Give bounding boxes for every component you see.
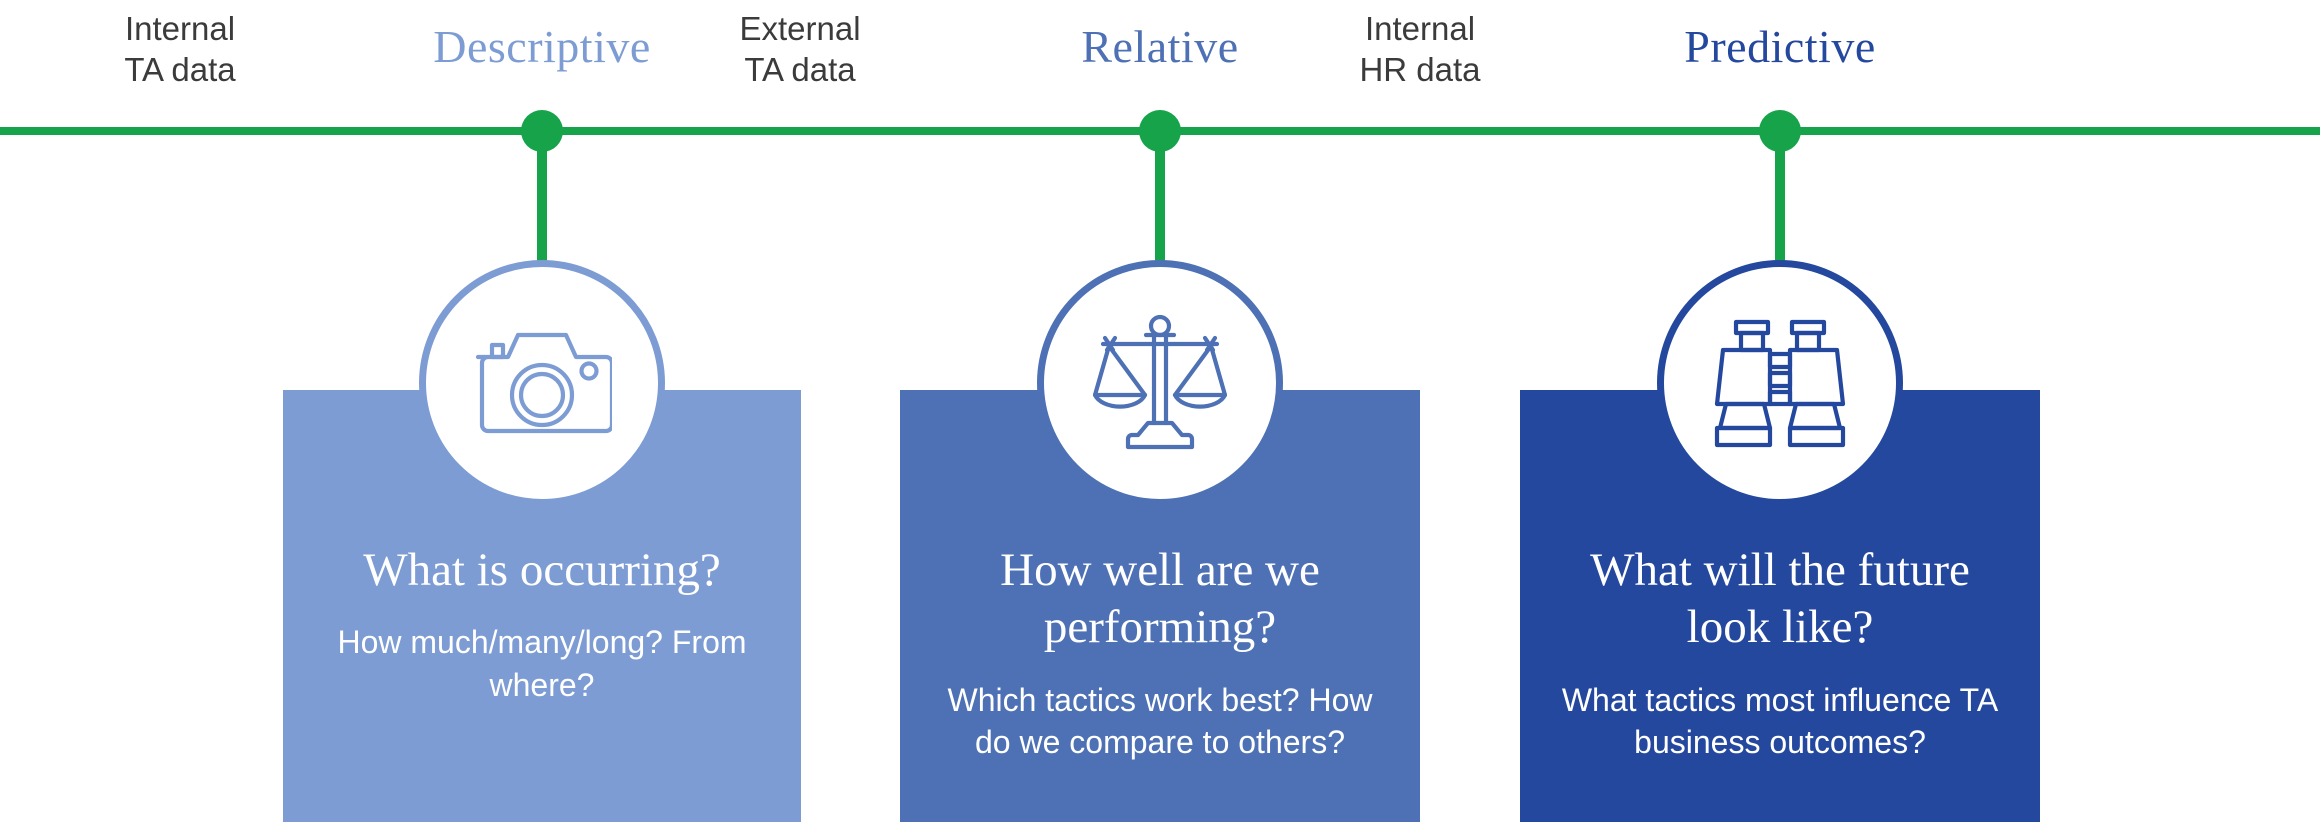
card-title: What will the future look like?	[1590, 544, 1970, 654]
data-label-internal-hr: Internal HR data	[1300, 8, 1540, 91]
card-title: What is occurring?	[363, 544, 721, 596]
card-subtitle: Which tactics work best? How do we compa…	[947, 681, 1373, 760]
binoculars-icon	[1714, 319, 1846, 448]
data-label-line2: TA data	[744, 51, 856, 89]
data-label-external-ta: External TA data	[680, 8, 920, 91]
balance-scale-icon	[1093, 314, 1227, 450]
medallion-predictive	[1657, 260, 1903, 506]
node-dot-icon	[1139, 110, 1181, 152]
data-label-line1: External	[739, 10, 861, 47]
stage-label-relative: Relative	[1081, 21, 1239, 72]
medallion-relative	[1037, 260, 1283, 506]
camera-icon	[475, 332, 612, 434]
card-title: How well are we performing?	[1000, 544, 1320, 654]
data-label-internal-ta: Internal TA data	[60, 8, 300, 91]
stage-label-predictive: Predictive	[1684, 21, 1876, 72]
medallion-descriptive	[419, 260, 665, 506]
card-subtitle: What tactics most influence TA business …	[1561, 681, 1999, 760]
data-label-line2: HR data	[1359, 51, 1481, 89]
data-label-line1: Internal	[1364, 10, 1476, 47]
node-stem	[537, 131, 547, 271]
node-stem	[1775, 131, 1785, 271]
data-label-line2: TA data	[124, 51, 236, 89]
data-label-line1: Internal	[124, 10, 236, 47]
node-dot-icon	[521, 110, 563, 152]
node-dot-icon	[1759, 110, 1801, 152]
stage-label-descriptive: Descriptive	[433, 21, 651, 72]
node-stem	[1155, 131, 1165, 271]
card-subtitle: How much/many/long? From where?	[337, 624, 747, 703]
stage-card-relative[interactable]: How well are we performing? Which tactic…	[900, 390, 1420, 822]
